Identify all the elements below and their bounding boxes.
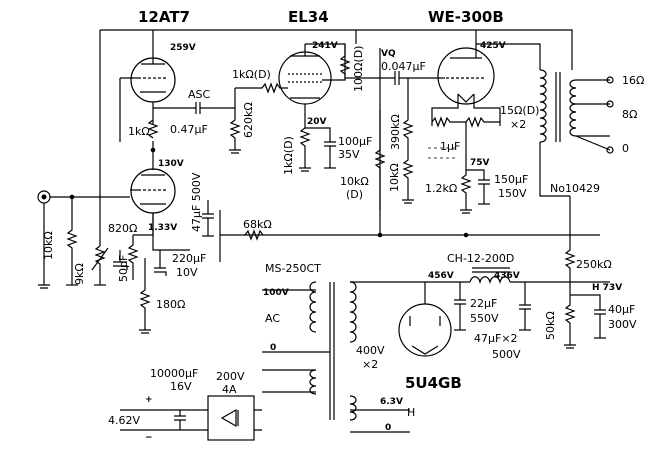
r180-label: 180Ω (156, 298, 185, 311)
power-transformer: MS-250CT 100V AC 0 400V ×2 6.3V H 0 (262, 262, 426, 433)
rect-tube-label: 5U4GB (405, 374, 462, 392)
r10k-label: 10kΩ (388, 163, 401, 192)
nfb-resistor: 68kΩ (243, 218, 469, 241)
tube-label-300b: WE-300B (428, 8, 504, 26)
c100u-label: 100μF (338, 135, 372, 148)
tube-el34: 1kΩ(D) 620kΩ 241V 100Ω(D) 20V 1kΩ(D) 100… (229, 41, 372, 175)
out-16-label: 16Ω (622, 74, 644, 87)
r390k-label: 390kΩ (389, 114, 402, 150)
c40-volt: 300V (608, 318, 637, 331)
c150-volt: 150V (498, 187, 527, 200)
tube-label-12at7: 12AT7 (138, 8, 190, 26)
dc-out-voltage: 4.62V (108, 414, 140, 427)
c47x2-label: 47μF×2 (474, 332, 518, 345)
r1k-label: 1kΩ (128, 125, 150, 138)
r50k-label: 50kΩ (544, 311, 557, 340)
r10kd-label: 10kΩ (340, 175, 369, 188)
ac-label: AC (265, 312, 280, 325)
tube-12at7-upper: 259V ASC 0.47μF 1kΩ 130V (119, 43, 236, 170)
r15d-x2: ×2 (510, 118, 526, 131)
c047b-label: 0.047μF (381, 60, 426, 73)
r10kd-d: (D) (346, 188, 363, 201)
c047a-label: 0.47μF (170, 123, 208, 136)
r15d-label: 15Ω(D) (500, 104, 539, 117)
choke-label: CH-12-200D (447, 252, 514, 265)
output-transformer: 16Ω 8Ω 0 No10429 (539, 69, 644, 197)
v400-label: 400V (356, 344, 385, 357)
r1-2k-label: 1.2kΩ (425, 182, 457, 195)
tube-12at7-lower: 1.33V (130, 168, 190, 251)
h73-label: H 73V (592, 283, 622, 293)
v1-cath-voltage: 130V (158, 159, 184, 169)
divider-network: 250kΩ 50kΩ 40μF 300V H 73V (544, 235, 637, 349)
c40-label: 40μF (608, 303, 635, 316)
el34-cath-voltage: 20V (307, 117, 327, 127)
el34-plate-voltage: 241V (312, 41, 338, 51)
r68k-label: 68kΩ (243, 218, 272, 231)
out-0-label: 0 (622, 142, 629, 155)
v1b-cath-voltage: 1.33V (148, 223, 177, 233)
tube-300b: 425V 15Ω(D) ×2 1μF 75V 1.2kΩ 150μF 150V (425, 41, 541, 214)
tube-label-el34: EL34 (288, 8, 329, 26)
rectifier-tube: 5U4GB 456V (398, 271, 470, 392)
vq-label: VQ (381, 49, 396, 59)
v1-plate-voltage: 259V (170, 43, 196, 53)
input-resistor: 10kΩ (42, 194, 78, 286)
c22-label: 22μF (470, 297, 497, 310)
asc-label: ASC (188, 88, 211, 101)
c1u-label: 1μF (440, 140, 460, 153)
input-jack[interactable] (37, 190, 130, 289)
rect-in-voltage: 456V (428, 271, 454, 281)
c220-volt: 10V (176, 266, 198, 279)
v400-x2: ×2 (362, 358, 378, 371)
rect-out-voltage: 436V (494, 271, 520, 281)
c22-volt: 550V (470, 312, 499, 325)
c220-label: 220μF (172, 252, 206, 265)
c47-cap: 47μF 500V (190, 172, 214, 237)
zero1-label: 0 (270, 343, 276, 353)
c150-label: 150μF (494, 173, 528, 186)
c47u-label: 47μF 500V (190, 172, 203, 232)
r250k-label: 250kΩ (576, 258, 612, 271)
c10000-volt: 16V (170, 380, 192, 393)
dc-minus: − (145, 433, 153, 443)
r620k-label: 620kΩ (242, 102, 255, 138)
c10000-label: 10000μF (150, 367, 198, 380)
c50p-label: 50pF (117, 255, 130, 282)
cathode-network: 820Ω 50pF 180Ω 220μF 10V (108, 222, 206, 334)
v300b-plate-voltage: 425V (480, 41, 506, 51)
dc-heater-supply: + − 4.62V 10000μF 16V 200V 4A (108, 367, 262, 443)
vq-coupling: VQ 0.047μF 10kΩ (D) 390kΩ 10kΩ (340, 44, 445, 210)
r1kd2-label: 1kΩ(D) (282, 136, 295, 175)
choke: CH-12-200D 436V 22μF 550V 47μF×2 500V (447, 252, 610, 361)
dc-plus: + (145, 395, 153, 405)
v300b-cath-voltage: 75V (470, 158, 490, 168)
r1kd-label: 1kΩ(D) (232, 68, 271, 81)
v63-label: 6.3V (380, 397, 403, 407)
zero2-label: 0 (385, 423, 391, 433)
bridge-volt: 200V (216, 370, 245, 383)
nfb-trimmer: 9kΩ (73, 245, 109, 286)
r100d-label: 100Ω(D) (352, 46, 365, 92)
c47x2-volt: 500V (492, 348, 521, 361)
bridge-current: 4A (222, 383, 237, 396)
r10k-in-label: 10kΩ (42, 231, 55, 260)
h-label: H (407, 406, 415, 419)
ac100-label: 100V (263, 288, 289, 298)
out-8-label: 8Ω (622, 108, 637, 121)
r820-label: 820Ω (108, 222, 137, 235)
output-transformer-id: No10429 (550, 182, 600, 195)
r9k-label: 9kΩ (73, 263, 86, 285)
c100u-volt: 35V (338, 148, 360, 161)
ms250-label: MS-250CT (265, 262, 321, 275)
